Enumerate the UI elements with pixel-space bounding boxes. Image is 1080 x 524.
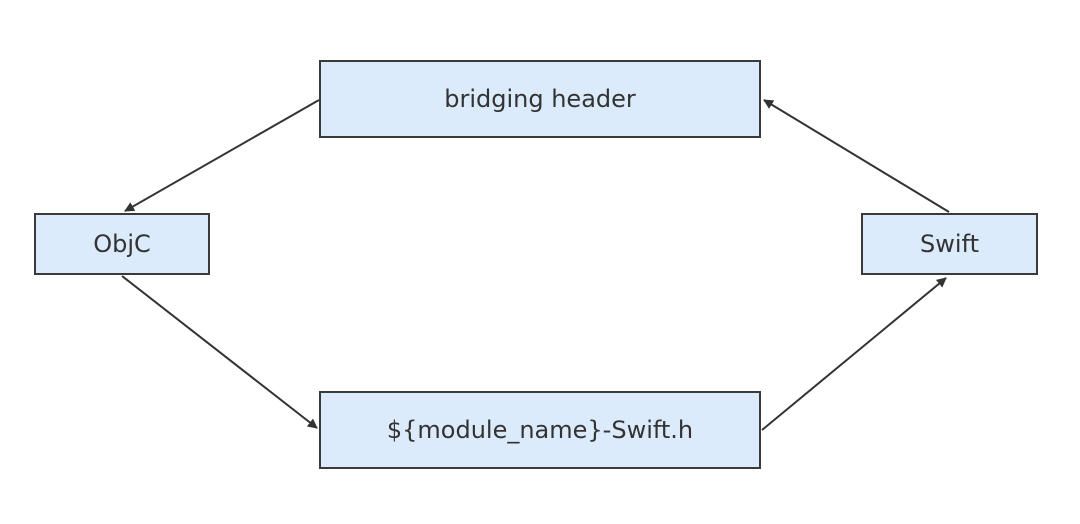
node-label: ObjC bbox=[93, 230, 151, 258]
edge-generated-to-swift bbox=[761, 277, 947, 431]
node-label: ${module_name}-Swift.h bbox=[386, 416, 694, 444]
node-label: Swift bbox=[920, 230, 979, 258]
node-objc: ObjC bbox=[34, 213, 210, 275]
edge-objc-to-generated bbox=[121, 275, 318, 429]
node-generated-swift-header: ${module_name}-Swift.h bbox=[319, 391, 761, 469]
node-label: bridging header bbox=[444, 85, 636, 113]
node-bridging-header: bridging header bbox=[319, 60, 761, 138]
edge-bridging-to-objc bbox=[124, 99, 320, 212]
edge-swift-to-bridging bbox=[763, 99, 950, 213]
node-swift: Swift bbox=[861, 213, 1038, 275]
